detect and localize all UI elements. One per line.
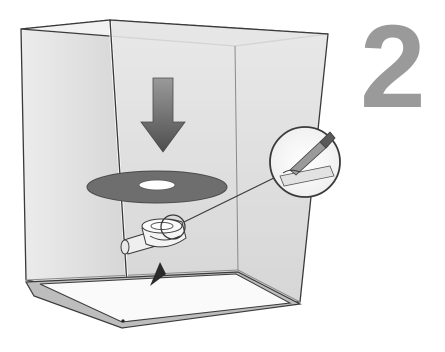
detail-callout-icon	[269, 126, 341, 198]
detail-target-circle	[160, 214, 186, 240]
step-number: 2	[360, 1, 426, 133]
arrow-down-icon	[140, 77, 186, 153]
disc-icon	[86, 170, 228, 204]
base-lift-marker	[150, 262, 166, 286]
callout-line	[183, 174, 281, 223]
base-plate-top	[39, 273, 292, 323]
enclosure-inner-edges	[25, 45, 301, 303]
spindle-hub	[120, 218, 187, 255]
base-screw	[121, 319, 125, 323]
